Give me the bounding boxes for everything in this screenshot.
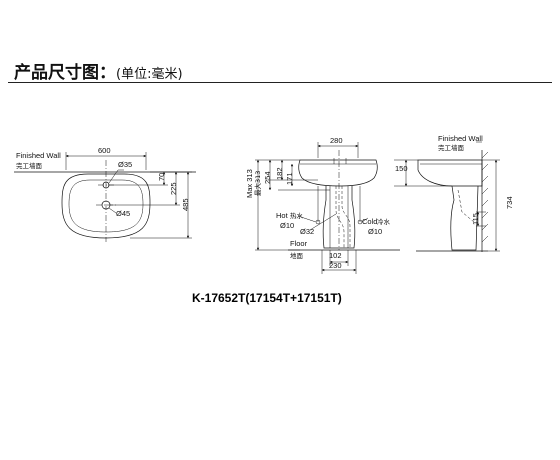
cold-label: Cold (362, 217, 377, 226)
dim-102: 102 (329, 251, 342, 260)
top-view-wall-label: Finished Wall (16, 151, 61, 160)
dim-254: 254 (263, 171, 272, 184)
front-view: 280 Max 313 最大313 254 182 (245, 136, 400, 274)
dim-max-313-cn: 最大313 (253, 171, 262, 196)
pedestal-side (450, 185, 479, 251)
page-title: 产品尺寸图： (14, 63, 116, 83)
basin-side (417, 159, 483, 187)
hot-label: Hot (276, 211, 289, 220)
top-view-wall-label-cn: 完工墙面 (16, 161, 43, 170)
dim-max-313: Max 313 (245, 169, 254, 198)
drain-hole-label: Ø45 (116, 209, 130, 218)
floor-label-cn: 地面 (290, 251, 304, 260)
dim-600: 600 (98, 146, 111, 155)
drain-pipe-dim: Ø32 (300, 227, 314, 236)
dim-182: 182 (275, 167, 284, 180)
wall-hatch (481, 151, 489, 243)
basin-front (298, 159, 378, 187)
dim-485: 485 (181, 198, 190, 211)
top-view: Finished Wall 完工墙面 600 Ø35 Ø45 70 (14, 146, 196, 242)
hot-label-cn: 热水 (290, 211, 304, 220)
pedestal (322, 186, 356, 249)
dim-150: 150 (395, 164, 408, 173)
dim-280: 280 (330, 136, 343, 145)
cold-label-cn: 冷水 (377, 217, 391, 226)
unit-note: (单位:毫米) (116, 67, 183, 82)
model-number: K-17652T(17154T+17151T) (192, 291, 342, 305)
floor-label: Floor (290, 239, 308, 248)
header: 产品尺寸图： (单位:毫米) (14, 58, 183, 83)
header-rule (8, 82, 552, 83)
side-wall-label-cn: 完工墙面 (438, 143, 465, 152)
dim-734: 734 (505, 196, 514, 209)
hot-pipe-dim: Ø10 (280, 221, 294, 230)
dim-230: 230 (329, 261, 342, 270)
side-view: Finished Wall 完工墙面 150 (394, 134, 514, 252)
side-wall-label: Finished Wall (438, 134, 483, 143)
dim-225: 225 (169, 182, 178, 195)
cold-pipe-dim: Ø10 (368, 227, 382, 236)
dim-115: 115 (471, 213, 480, 225)
tap-hole-label: Ø35 (118, 160, 132, 169)
dim-70: 70 (157, 173, 166, 181)
dim-171: 171 (285, 172, 294, 185)
